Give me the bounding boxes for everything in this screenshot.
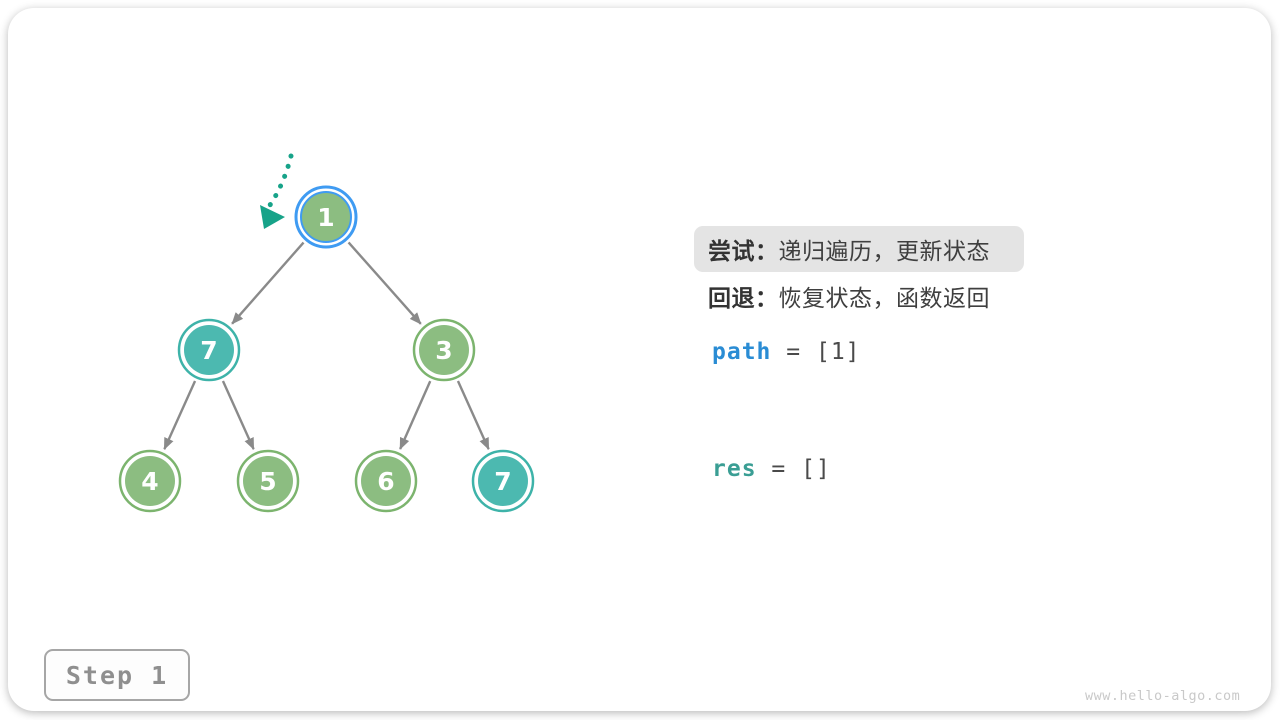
tree-node-7: 7 xyxy=(471,449,535,513)
tree-edge xyxy=(221,380,255,450)
tree-node-value: 7 xyxy=(494,467,511,496)
tree-node-value: 6 xyxy=(377,467,394,496)
res-value: [] xyxy=(801,456,831,482)
path-variable-row: path = [1] xyxy=(712,337,861,367)
legend-try-label: 尝试： xyxy=(708,238,779,264)
tree-edge xyxy=(231,241,305,325)
legend-retreat-label: 回退： xyxy=(708,285,779,311)
tree-edge xyxy=(399,380,432,450)
legend-try-desc: 递归遍历，更新状态 xyxy=(778,238,990,264)
legend-try-row: 尝试：递归遍历，更新状态 xyxy=(694,226,1024,272)
watermark: www.hello-algo.com xyxy=(1085,688,1241,704)
res-variable-row: res = [] xyxy=(712,454,831,484)
tree-node-1-current: 1 xyxy=(294,185,358,249)
tree-node-4: 4 xyxy=(118,449,182,513)
step-badge: Step 1 xyxy=(44,649,190,701)
figure-card: 1 7 3 4 5 6 7 尝试：递归遍历，更新状态 回退：恢复状态，函数返回 path =… xyxy=(8,8,1271,711)
path-equals xyxy=(771,339,786,365)
tree-node-value: 3 xyxy=(435,336,452,365)
tree-edge xyxy=(456,380,490,450)
tree-node-value: 7 xyxy=(200,336,217,365)
binary-tree-diagram: 1 7 3 4 5 6 7 xyxy=(118,153,535,513)
path-variable-name: path xyxy=(712,339,772,365)
legend-try-text: 尝试：递归遍历，更新状态 xyxy=(708,232,990,266)
tree-node-6: 6 xyxy=(354,449,418,513)
tree-node-value: 1 xyxy=(317,203,334,232)
path-value: [1] xyxy=(815,339,861,365)
tree-edges xyxy=(163,241,490,450)
tree-nodes: 1 7 3 4 5 6 7 xyxy=(118,185,535,513)
tree-node-3: 3 xyxy=(412,318,476,382)
tree-edge xyxy=(347,241,422,325)
res-space2 xyxy=(786,456,801,482)
res-variable-name: res xyxy=(712,456,757,482)
res-equals-sign: = xyxy=(771,456,787,482)
res-space1 xyxy=(757,456,772,482)
step-badge-label: Step 1 xyxy=(65,660,169,690)
path-space xyxy=(801,339,816,365)
legend-retreat-text: 回退：恢复状态，函数返回 xyxy=(708,285,990,311)
tree-edge xyxy=(163,380,197,450)
tree-node-value: 5 xyxy=(259,467,276,496)
tree-node-value: 4 xyxy=(141,467,158,496)
legend-retreat-row: 回退：恢复状态，函数返回 xyxy=(708,282,990,314)
tree-node-5: 5 xyxy=(236,449,300,513)
path-equals-sign: = xyxy=(786,339,802,365)
backtrack-cursor-icon xyxy=(260,153,294,229)
tree-node-7: 7 xyxy=(177,318,241,382)
legend-retreat-desc: 恢复状态，函数返回 xyxy=(778,285,990,311)
